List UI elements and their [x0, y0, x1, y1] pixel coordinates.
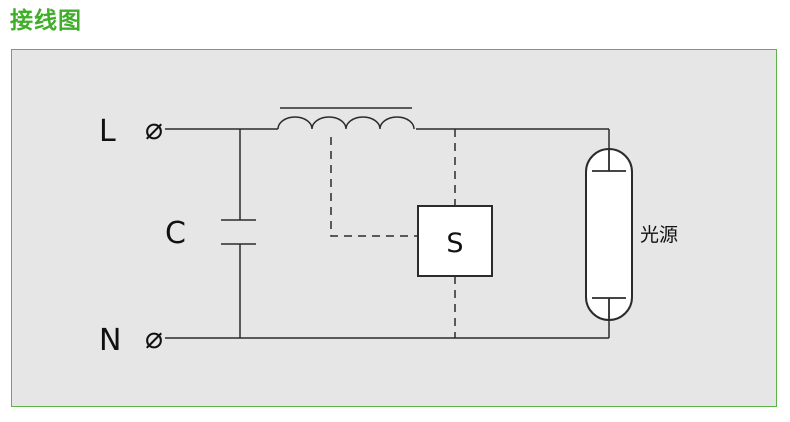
lamp-label: 光源	[640, 224, 678, 246]
inductor-coil	[277, 116, 415, 130]
starter-label: S	[446, 228, 463, 259]
terminal-label-N: N	[99, 323, 121, 358]
terminal-label-L: L	[99, 114, 116, 149]
coil-tap-dashed-wire	[330, 137, 418, 237]
capacitor-label: C	[165, 216, 186, 251]
terminal-symbol-N: ⌀	[145, 321, 163, 356]
diagram-title: 接线图	[10, 8, 82, 34]
terminal-symbol-L: ⌀	[145, 112, 163, 147]
starter-dashed-wires	[330, 129, 456, 338]
starter-box	[417, 205, 493, 277]
lamp-tube	[585, 148, 633, 321]
lamp-electrodes	[592, 149, 626, 320]
wires	[165, 107, 610, 339]
